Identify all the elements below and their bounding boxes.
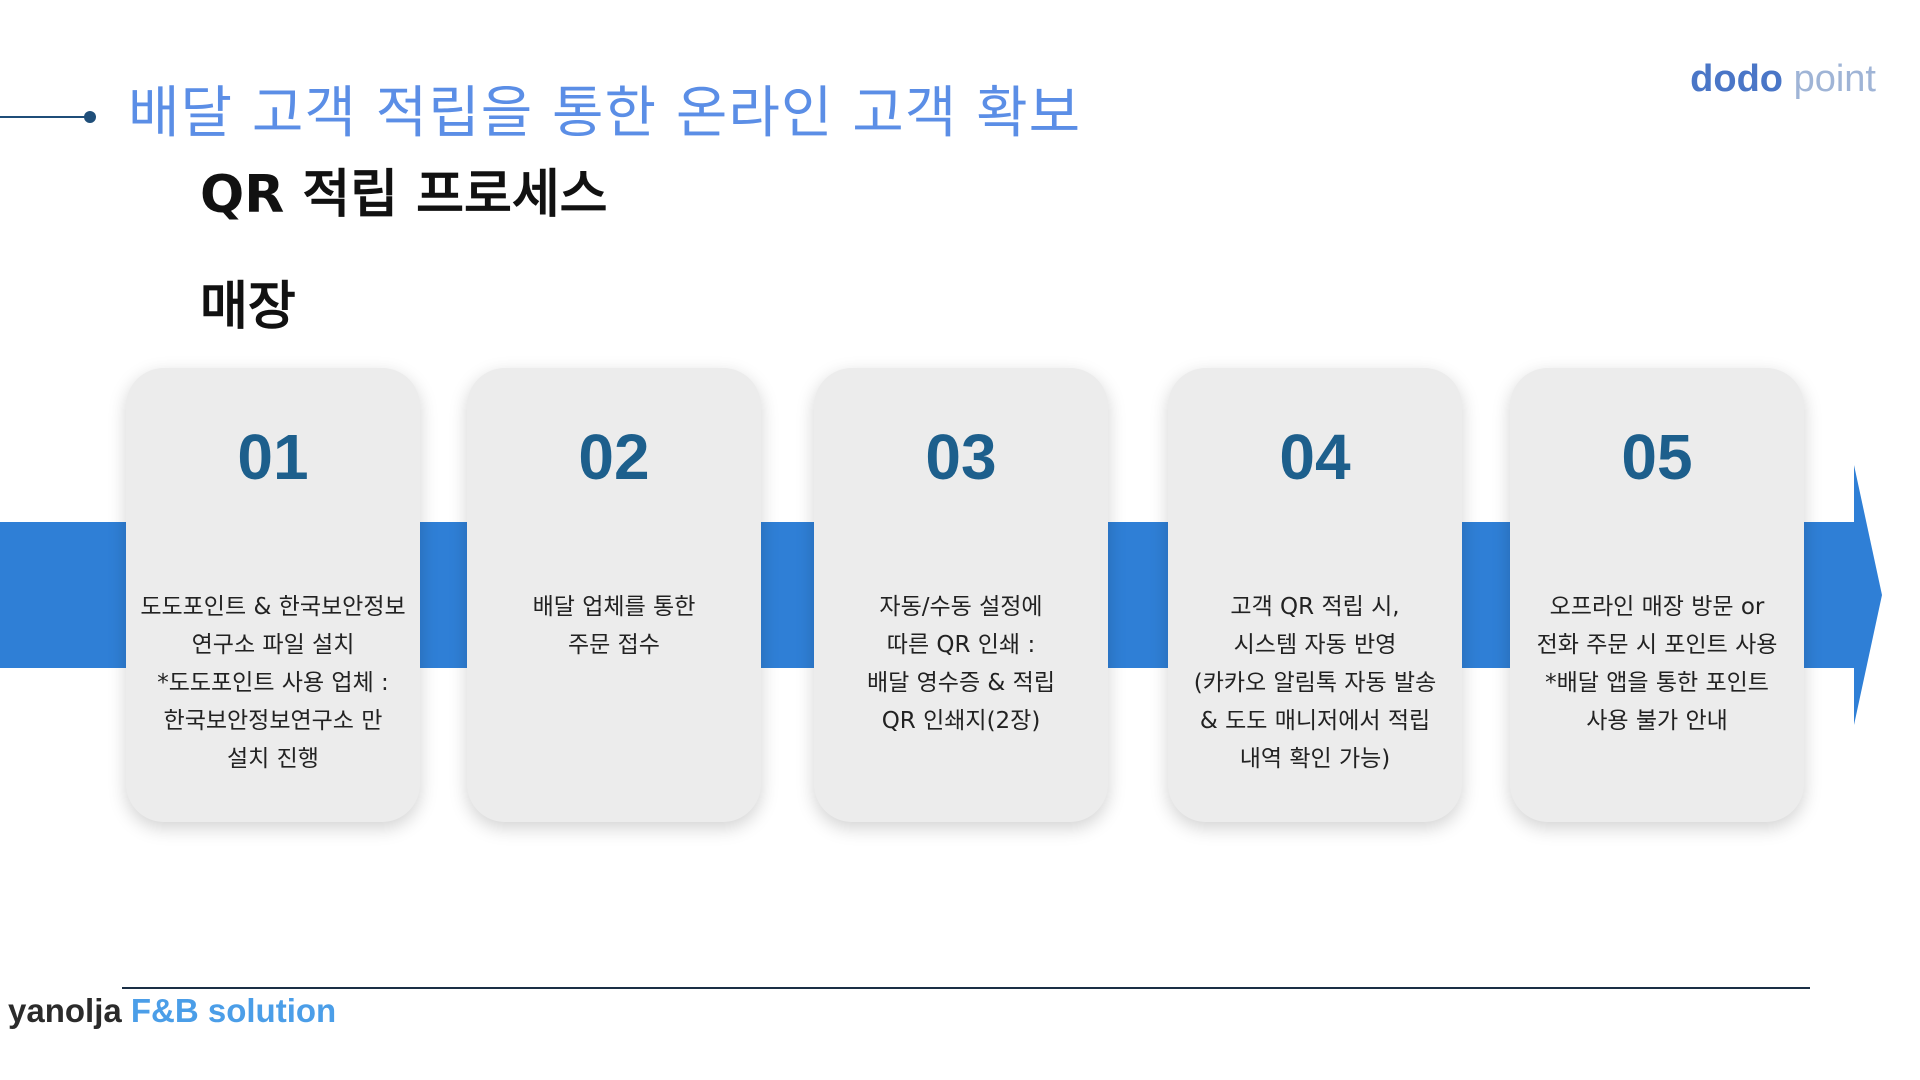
footer-divider (122, 987, 1810, 989)
logo-text-point: point (1783, 58, 1876, 100)
step-number: 05 (1621, 421, 1693, 493)
step-number: 01 (237, 421, 309, 493)
step-description: 오프라인 매장 방문 or 전화 주문 시 포인트 사용 *배달 앱을 통한 포… (1536, 594, 1778, 734)
step-number: 03 (925, 421, 997, 493)
section-title: QR 적립 프로세스 (200, 165, 608, 225)
step-description: 배달 업체를 통한 주문 접수 (532, 594, 696, 658)
step-card-05: 05 오프라인 매장 방문 or 전화 주문 시 포인트 사용 *배달 앱을 통… (1510, 368, 1804, 822)
logo-text-dodo: dodo (1690, 58, 1784, 100)
step-card-01: 01 도도포인트 & 한국보안정보 연구소 파일 설치 *도도포인트 사용 업체… (126, 368, 420, 822)
step-description: 고객 QR 적립 시, 시스템 자동 반영 (카카오 알림톡 자동 발송 & 도… (1193, 594, 1437, 772)
step-card-02: 02 배달 업체를 통한 주문 접수 (467, 368, 761, 822)
footer-logo-fb-solution: F&B solution (121, 992, 337, 1029)
yanolja-fb-logo: yanolja F&B solution (8, 992, 336, 1030)
step-number: 02 (578, 421, 650, 493)
step-number: 04 (1279, 421, 1351, 493)
slide-title: 배달 고객 적립을 통한 온라인 고객 확보 (128, 81, 1082, 146)
section-subtitle: 매장 (200, 277, 296, 337)
dodo-point-logo: dodo point (1690, 58, 1876, 101)
step-card-04: 04 고객 QR 적립 시, 시스템 자동 반영 (카카오 알림톡 자동 발송 … (1168, 368, 1462, 822)
footer-logo-yanolja: yanolja (8, 992, 122, 1029)
step-description: 자동/수동 설정에 따른 QR 인쇄 : 배달 영수증 & 적립 QR 인쇄지(… (867, 594, 1055, 734)
step-card-03: 03 자동/수동 설정에 따른 QR 인쇄 : 배달 영수증 & 적립 QR 인… (814, 368, 1108, 822)
process-arrow-head (1854, 465, 1882, 725)
title-accent-dot (84, 111, 96, 123)
step-description: 도도포인트 & 한국보안정보 연구소 파일 설치 *도도포인트 사용 업체 : … (140, 594, 406, 772)
title-accent-line (0, 116, 88, 118)
